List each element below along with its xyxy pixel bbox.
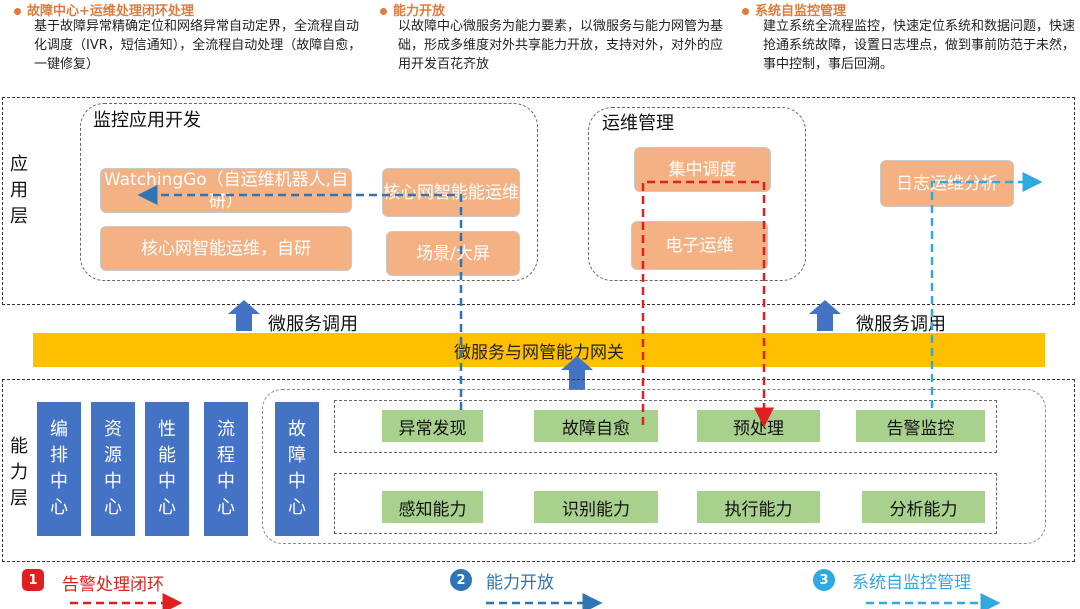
top-body-capability-open: 以故障中心微服务为能力要素，以微服务与能力网管为基础，形成多维度对外共享能力开放…: [398, 19, 724, 72]
resource-center-label: 资源中心: [104, 419, 122, 518]
microservice-call-right-label: 微服务调用: [856, 314, 946, 335]
legend-badge-1: 1: [22, 569, 44, 591]
legend-badge-2: 2: [450, 569, 472, 591]
perception-capability-box[interactable]: 感知能力: [382, 491, 483, 523]
performance-center-box[interactable]: 性能中心: [145, 402, 189, 536]
top-body-fault-loop: 基于故障异常精确定位和网络异常自动定界，全流程自动化调度（IVR，短信通知），全…: [34, 19, 362, 72]
top-title-capability-open: 能力开放: [380, 0, 445, 19]
bullet-dot-icon: [742, 8, 749, 15]
core-smart-ops-inhouse-box[interactable]: 核心网智能运维，自研: [100, 226, 352, 271]
up-arrow-center-stem: [569, 370, 585, 390]
capability-layer-label: 能力层: [10, 436, 28, 509]
monitor-app-group-title: 监控应用开发: [93, 110, 201, 131]
process-center-box[interactable]: 流程中心: [204, 402, 248, 536]
fault-self-healing-box[interactable]: 故障自愈: [534, 410, 658, 442]
bullet-dot-icon: [380, 8, 387, 15]
orchestration-center-box[interactable]: 编排中心: [37, 402, 81, 536]
resource-center-box[interactable]: 资源中心: [91, 402, 135, 536]
up-arrow-right-icon: [809, 300, 841, 314]
ops-management-group-title: 运维管理: [602, 113, 674, 134]
anomaly-discovery-box[interactable]: 异常发现: [382, 410, 483, 442]
top-title-self-monitor: 系统自监控管理: [742, 0, 846, 19]
capability-row2-frame: [334, 473, 997, 534]
process-center-label: 流程中心: [217, 419, 235, 518]
top-body-self-monitor: 建立系统全流程监控，快速定位系统和数据问题，快速抢通系统故障，设置日志埋点，做到…: [763, 19, 1076, 72]
fault-center-label: 故障中心: [288, 419, 306, 518]
up-arrow-left-stem: [236, 314, 252, 331]
up-arrow-center-icon: [561, 356, 593, 370]
performance-center-label: 性能中心: [158, 419, 176, 518]
top-title-fault-loop: 故障中心+运维处理闭环处理: [14, 0, 194, 19]
scene-bigscreen-box[interactable]: 场景/大屏: [386, 231, 520, 276]
watchinggo-box[interactable]: WatchingGo（自运维机器人,自研）: [100, 168, 352, 213]
analysis-capability-box[interactable]: 分析能力: [862, 491, 985, 523]
legend-label-1: 告警处理闭环: [62, 575, 164, 595]
orchestration-center-label: 编排中心: [50, 419, 68, 518]
up-arrow-right-stem: [817, 314, 833, 331]
app-layer-frame: [2, 97, 1075, 305]
preprocessing-box[interactable]: 预处理: [697, 410, 820, 442]
recognition-capability-box[interactable]: 识别能力: [534, 491, 658, 523]
log-ops-analysis-box[interactable]: 日志运维分析: [880, 160, 1014, 207]
microservice-gateway-bar[interactable]: 微服务与网管能力网关: [33, 333, 1045, 367]
app-layer-label: 应用层: [10, 154, 28, 227]
fault-center-box[interactable]: 故障中心: [275, 402, 319, 536]
up-arrow-left-icon: [228, 300, 260, 314]
electronic-ops-box[interactable]: 电子运维: [631, 221, 768, 270]
central-dispatch-box[interactable]: 集中调度: [634, 147, 771, 192]
legend-label-2: 能力开放: [486, 573, 554, 593]
capability-layer-frame: [2, 379, 1075, 562]
core-smart-ops-box[interactable]: 核心网智能能运维: [382, 168, 520, 217]
legend-label-3: 系统自监控管理: [852, 573, 971, 593]
execution-capability-box[interactable]: 执行能力: [697, 491, 820, 523]
alarm-monitoring-box[interactable]: 告警监控: [856, 410, 985, 442]
legend-badge-3: 3: [813, 569, 835, 591]
bullet-dot-icon: [14, 8, 21, 15]
